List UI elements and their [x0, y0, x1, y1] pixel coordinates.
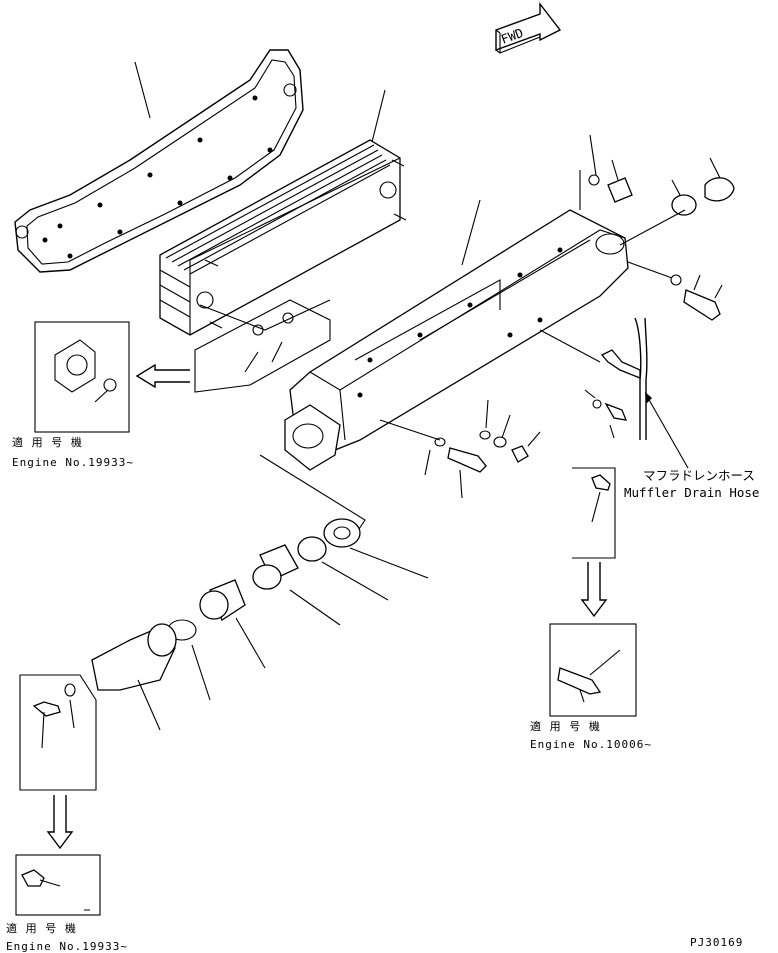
- callout-box-top-left: [34, 321, 130, 433]
- callout-box-right: [549, 623, 637, 717]
- callout-bottom-left-en: Engine No.19933~: [6, 940, 128, 953]
- oil-cooler-element: [159, 89, 407, 336]
- thermostat-assembly: [91, 454, 429, 731]
- callout-small-right: [572, 467, 616, 559]
- cooler-inset-panel: [194, 299, 331, 393]
- muffler-drain-hose: [539, 317, 689, 469]
- hose-label-en: Muffler Drain Hose: [624, 485, 759, 500]
- drawing-number: PJ30169: [690, 936, 743, 949]
- oil-cooler-housing: [284, 199, 629, 471]
- right-fasteners: [579, 134, 735, 321]
- arrow-to-bottom-left-box: [46, 795, 74, 850]
- callout-bottom-left-jp: 適 用 号 機: [6, 921, 77, 935]
- hose-label-jp: マフラドレンホース: [643, 468, 755, 483]
- gasket: [14, 49, 304, 273]
- front-fasteners: [379, 399, 541, 499]
- fwd-arrow: FWD: [495, 1, 562, 54]
- callout-right-en: Engine No.10006~: [530, 738, 652, 751]
- callout-top-left-jp: 適 用 号 機: [12, 435, 83, 449]
- callout-box-bottom-left: [15, 854, 101, 916]
- callout-top-left-en: Engine No.19933~: [12, 456, 134, 469]
- arrow-to-right-box: [580, 562, 608, 618]
- callout-small-bottom-left: [19, 674, 97, 791]
- fwd-label: FWD: [499, 25, 525, 47]
- callout-right-jp: 適 用 号 機: [530, 719, 601, 733]
- arrow-to-top-left-box: [135, 363, 190, 389]
